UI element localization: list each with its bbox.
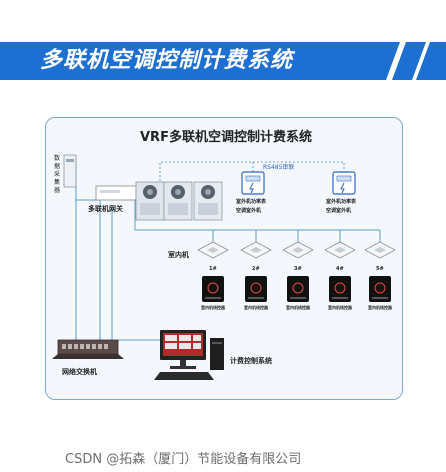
gateway-label: 多联机网关	[88, 205, 123, 213]
meter-2-label-line2: 空调室外机	[326, 208, 352, 214]
data-collector-label: 数据采集器	[54, 155, 61, 194]
indoor-unit-number: 4#	[336, 266, 344, 272]
diagram-title: VRF多联机空调控制计费系统	[140, 130, 312, 145]
meter-1-label-line2: 空调室外机	[236, 208, 262, 214]
footer-credit: CSDN @拓森（厦门）节能设备有限公司	[65, 452, 302, 467]
indoor-unit-number: 3#	[294, 266, 302, 272]
controller-label: 室内机线控器	[201, 305, 225, 310]
controller-label: 室内机线控器	[368, 305, 392, 310]
network-switch	[52, 339, 124, 359]
page-title: 多联机空调控制计费系统	[40, 48, 294, 73]
rs485-label: RS485串联	[263, 164, 295, 171]
outdoor-units	[135, 181, 223, 221]
controller-label: 室内机线控器	[244, 305, 268, 310]
power-meter-2	[332, 171, 356, 195]
computer-label: 计费控制系统	[230, 357, 272, 365]
power-meter-1	[241, 171, 265, 195]
meter-2-label-line1: 室外机功率表	[326, 199, 357, 205]
indoor-units	[197, 241, 396, 259]
indoor-unit-number: 1#	[209, 266, 217, 272]
indoor-unit-number: 2#	[252, 266, 260, 272]
gateway-device	[95, 185, 137, 201]
switch-label: 网络交换机	[62, 368, 97, 376]
wall-controllers	[202, 276, 391, 302]
controller-label: 室内机线控器	[328, 305, 352, 310]
indoor-unit-number: 5#	[376, 266, 384, 272]
computer	[154, 330, 224, 380]
data-collector	[63, 154, 77, 188]
indoor-unit-label: 室内机	[168, 251, 189, 259]
controller-label: 室内机线控器	[286, 305, 310, 310]
header-banner	[0, 42, 446, 80]
meter-1-label-line1: 室外机功率表	[236, 199, 267, 205]
